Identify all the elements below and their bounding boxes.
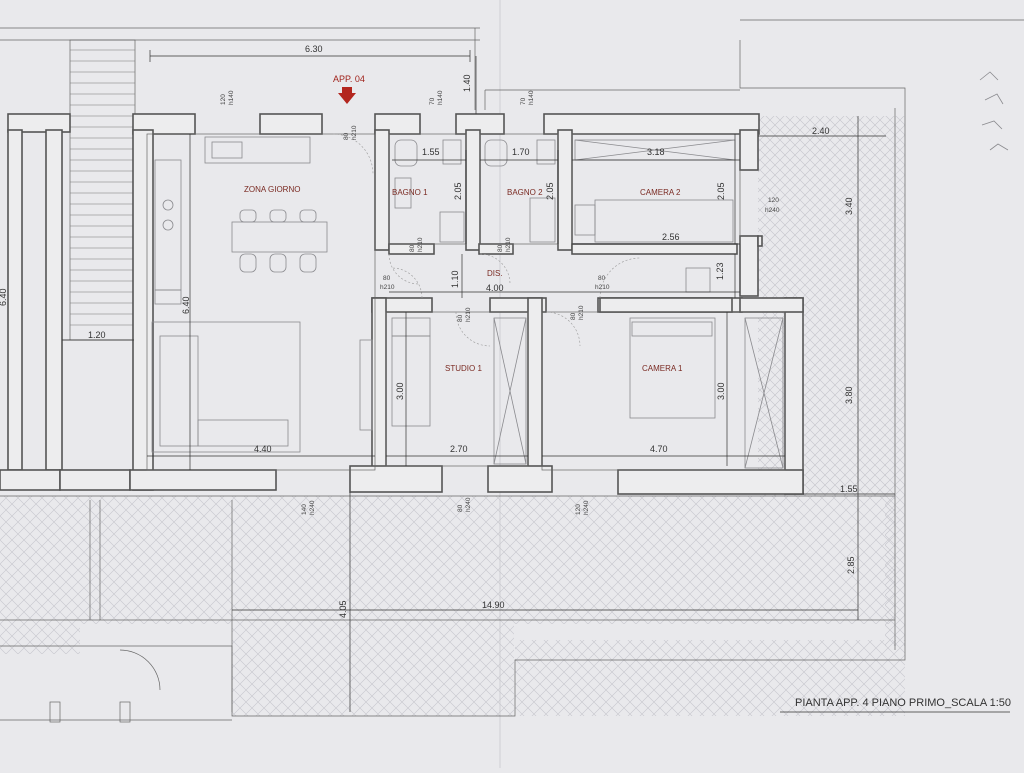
- door-cam1-b: h210: [578, 305, 585, 320]
- opening-bagno1-a: 70: [429, 97, 436, 105]
- opening-annotations: 120 h140 80 h210 70 h140 70 h140 120 h24…: [220, 90, 780, 515]
- dim-stair-width: 1.20: [88, 330, 106, 340]
- door-cam1-a: 80: [570, 312, 577, 320]
- door-bagno2-b: h210: [505, 237, 512, 252]
- window-cam1-bot-b: h240: [583, 500, 590, 515]
- door-zona-b: h210: [380, 284, 395, 291]
- room-label-zona-giorno: ZONA GIORNO: [244, 185, 300, 194]
- room-label-camera-1: CAMERA 1: [642, 364, 683, 373]
- terrace-outlines: [0, 19, 1024, 723]
- opening-entry-a: 80: [343, 132, 350, 140]
- door-cam2-b: h210: [595, 284, 610, 291]
- dim-studio-width: 2.70: [450, 444, 468, 454]
- dim-terrace-depth-top: 3.40: [844, 197, 854, 215]
- dim-bagno1-width: 1.55: [422, 147, 440, 157]
- dim-entry-depth: 1.40: [462, 74, 472, 92]
- drawing-title: PIANTA APP. 4 PIANO PRIMO_SCALA 1:50: [795, 697, 1011, 709]
- opening-zona-top-a: 120: [220, 94, 227, 105]
- door-studio-a: 80: [457, 314, 464, 322]
- dim-bagno2-depth: 2.05: [545, 182, 555, 200]
- dim-bagno2-width: 1.70: [512, 147, 530, 157]
- door-bagno1-b: h210: [417, 237, 424, 252]
- dim-terrace-depth-mid: 3.80: [844, 386, 854, 404]
- opening-entry-b: h210: [351, 125, 358, 140]
- opening-zona-top-b: h140: [228, 90, 235, 105]
- opening-bagno2-b: h140: [528, 90, 535, 105]
- room-label-camera-2: CAMERA 2: [640, 188, 681, 197]
- dim-side: 1.55: [840, 484, 858, 494]
- dim-camera2-depth: 2.05: [716, 182, 726, 200]
- furniture: [151, 71, 1009, 469]
- opening-bagno2-a: 70: [520, 97, 527, 105]
- room-label-bagno-1: BAGNO 1: [392, 188, 428, 197]
- dim-zona-width: 4.40: [254, 444, 272, 454]
- door-bagno2-a: 80: [497, 244, 504, 252]
- opening-bagno1-b: h140: [437, 90, 444, 105]
- dim-total-width: 14.90: [482, 600, 505, 610]
- dim-balcony-depth: 4.05: [338, 600, 348, 618]
- dim-zona-depth: 6.40: [181, 296, 191, 314]
- room-label-studio-1: STUDIO 1: [445, 364, 482, 373]
- entry-arrow-icon: [338, 87, 356, 104]
- dim-terrace-width: 2.40: [812, 126, 830, 136]
- window-cam1-bot-a: 120: [575, 504, 582, 515]
- door-cam2-a: 80: [598, 275, 606, 282]
- room-label-dis: DIS.: [487, 269, 503, 278]
- dim-camera1-width: 4.70: [650, 444, 668, 454]
- window-zona-bot-a: 140: [301, 504, 308, 515]
- dim-balcony-depth-right: 2.85: [846, 556, 856, 574]
- dim-top-width: 6.30: [305, 44, 323, 54]
- room-label-bagno-2: BAGNO 2: [507, 188, 543, 197]
- dim-dis-depth: 1.10: [450, 270, 460, 288]
- dim-camera2-lower: 2.56: [662, 232, 680, 242]
- window-studio-bot-b: h240: [465, 497, 472, 512]
- opening-cam2-b: h240: [765, 207, 780, 214]
- dim-studio-depth: 3.00: [395, 382, 405, 400]
- window-zona-bot-b: h240: [309, 500, 316, 515]
- dim-left-cut: 6.40: [0, 288, 8, 306]
- dim-dis-right-depth: 1.23: [715, 262, 725, 280]
- window-studio-bot-a: 80: [457, 504, 464, 512]
- dim-dis-width: 4.00: [486, 283, 504, 293]
- door-studio-b: h210: [465, 307, 472, 322]
- door-swings: [332, 133, 641, 347]
- dim-camera1-depth: 3.00: [716, 382, 726, 400]
- opening-cam2-a: 120: [768, 197, 779, 204]
- door-zona-a: 80: [383, 275, 391, 282]
- door-bagno1-a: 80: [409, 244, 416, 252]
- apartment-label: APP. 04: [333, 74, 365, 84]
- dim-camera2-width: 3.18: [647, 147, 665, 157]
- dim-bagno1-depth: 2.05: [453, 182, 463, 200]
- dimension-lines: [62, 50, 1010, 713]
